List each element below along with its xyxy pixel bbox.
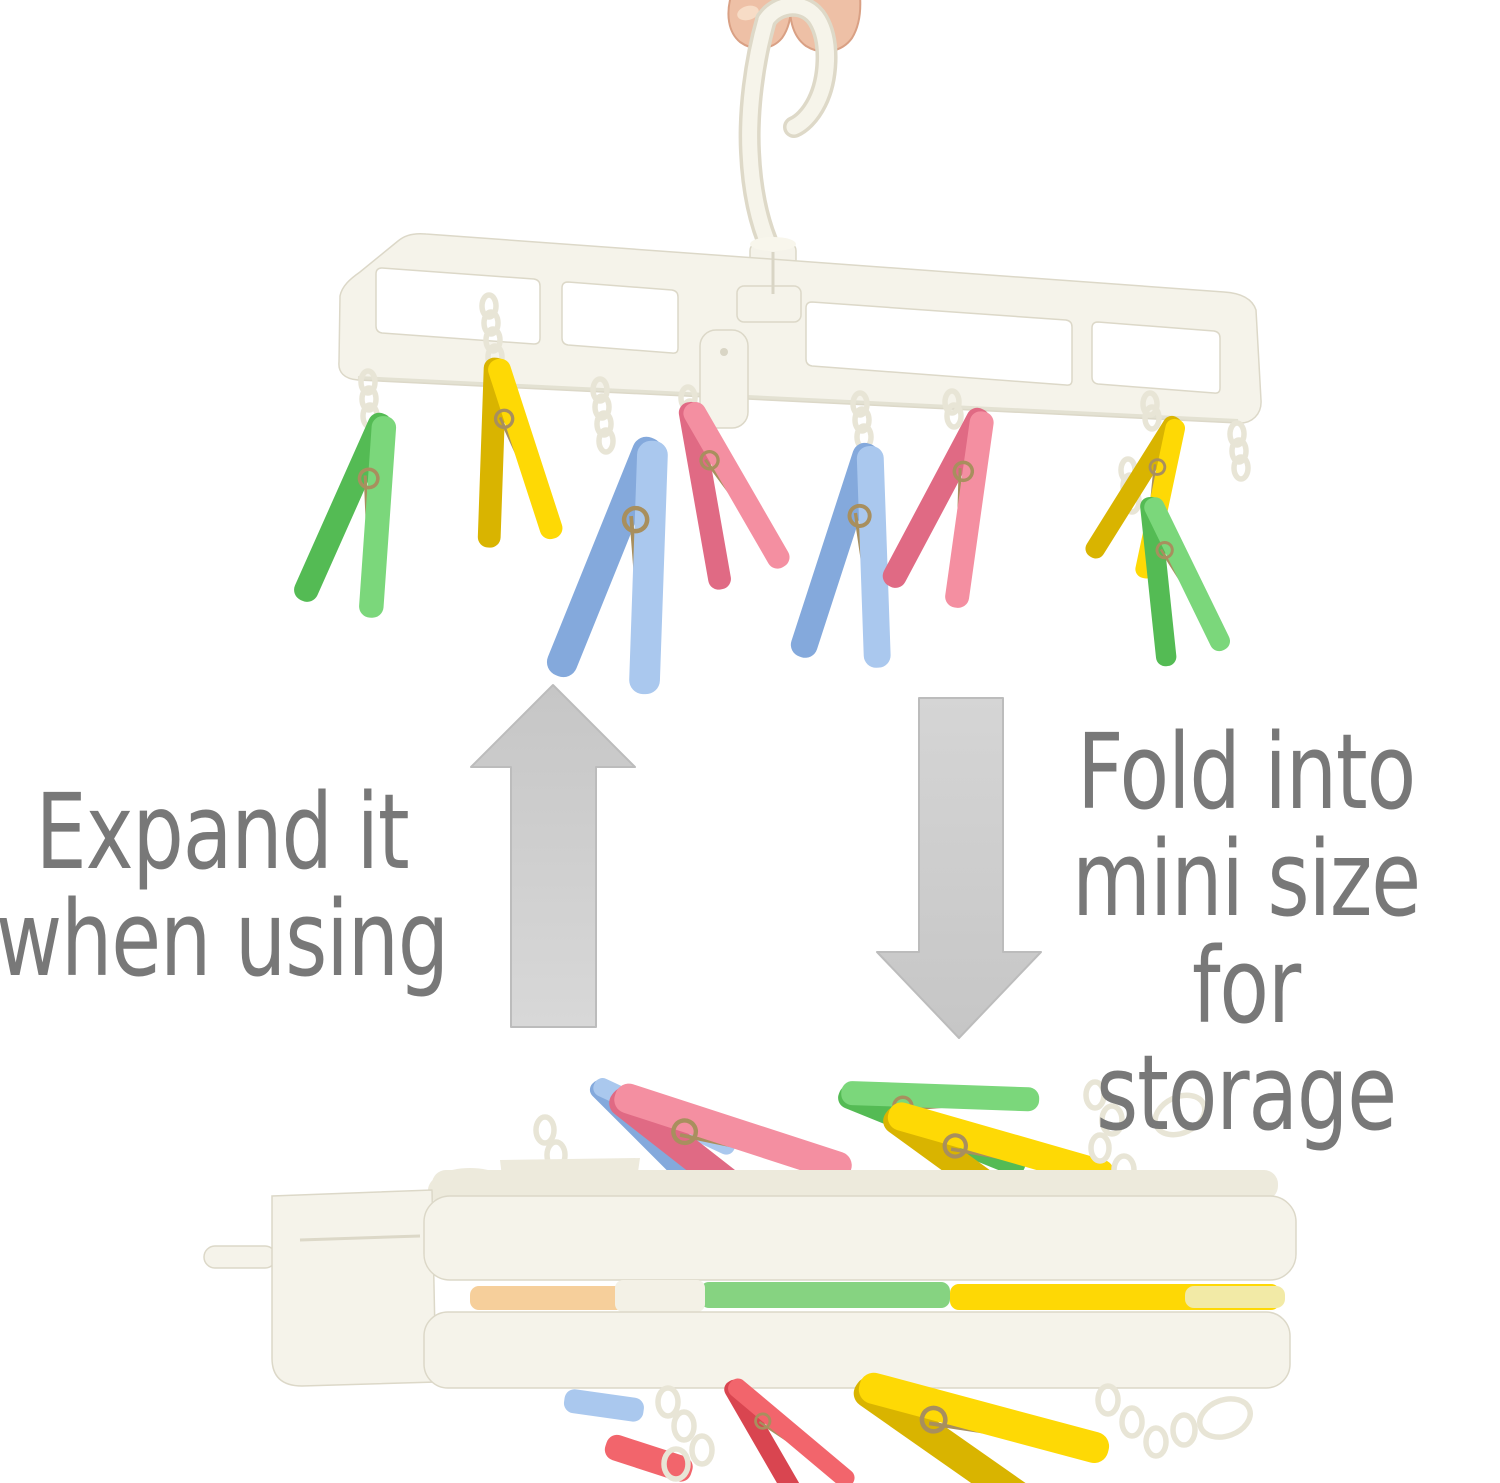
down-arrow-icon: [876, 697, 1042, 1039]
expanded-hanger-photo: [287, 0, 1262, 700]
clip-coral-sliver: [604, 1434, 693, 1482]
hanger-hook: [738, 0, 838, 261]
folded-hanger-photo: [203, 1041, 1297, 1483]
hinge-block: [736, 285, 802, 323]
folded-hinge-block: [271, 1189, 437, 1387]
folded-bar-lower: [423, 1311, 1291, 1389]
hanger-frame: [338, 232, 1262, 429]
clip-blue: [542, 423, 712, 700]
fingernail: [737, 5, 759, 21]
up-arrow-icon: [470, 684, 636, 1028]
clip-blue-sliver: [563, 1389, 644, 1422]
hinge-lock-tab: [699, 329, 749, 429]
bar-top-surface: [432, 1170, 1278, 1200]
gap-clips: [470, 1280, 1285, 1312]
fold-caption: Fold into mini size for storage: [1071, 711, 1421, 1154]
expand-caption: Expand it when using: [0, 771, 449, 1000]
hinge-pin: [203, 1245, 277, 1269]
folded-bar-upper: [423, 1195, 1297, 1281]
clip-green: [287, 398, 434, 625]
loose-chains-bottom: [655, 1383, 1253, 1482]
